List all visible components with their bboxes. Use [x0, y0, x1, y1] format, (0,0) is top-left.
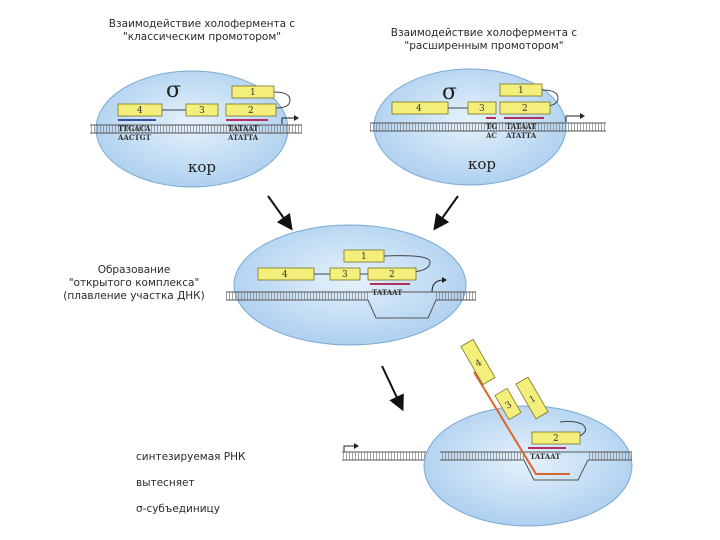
caption-rna-line2a: вытесняет — [136, 477, 195, 489]
upstream-start-arrow — [343, 445, 356, 452]
caption-open-complex: Образование "открытого комплекса" (плавл… — [63, 264, 205, 302]
sigma-label: σ — [442, 80, 457, 105]
minus10-top-seq: TATAAT — [506, 122, 537, 131]
sigma-label: σ — [166, 78, 181, 103]
extended-top-seq: TG — [486, 122, 497, 131]
sigma-linker — [273, 91, 291, 109]
domain-1-label: 1 — [250, 88, 256, 98]
domain-2-label: 2 — [522, 104, 528, 114]
transcription-start-arrow — [281, 117, 296, 124]
minus35-top-seq: TTGACA — [118, 124, 151, 133]
arrow-extended-to-open — [433, 195, 459, 231]
minus10-bottom-seq: ATATTA — [505, 131, 537, 140]
domain-4-label: 4 — [137, 106, 143, 116]
caption-classic-promoter: Взаимодействие холофермента с "классичес… — [108, 18, 296, 43]
caption-rna-line2b: σ-субъединицу — [136, 503, 220, 515]
sigma-domain-4 — [460, 338, 496, 386]
core-label: кор — [188, 158, 216, 176]
domain-3-label: 3 — [342, 270, 348, 280]
domain-4-label: 4 — [282, 270, 288, 280]
dna-duplex — [440, 451, 632, 461]
minus10-top-seq: TATAAT — [228, 124, 259, 133]
arrow-classic-to-open — [267, 195, 293, 231]
sigma-linker — [541, 89, 559, 107]
sigma-domain-2 — [367, 267, 417, 281]
extended-bottom-seq: AC — [485, 131, 497, 140]
caption-rna-displaces: синтезируемая РНК вытесняет σ-субъединиц… — [136, 438, 336, 516]
sigma-domain-3 — [185, 103, 219, 117]
transcription-start-arrow — [565, 115, 582, 122]
sigma-domain-2 — [531, 431, 581, 445]
minus10-top-seq: TATAAT — [372, 288, 403, 297]
melted-dna-bubble — [367, 299, 437, 319]
panel-classic-promoter: σ кор 1 4 3 2 TTGACA AACTGT TATAAT ATATT… — [90, 70, 302, 188]
minus35-bottom-seq: AACTGT — [117, 133, 152, 142]
minus10-bottom-seq: ATATTA — [227, 133, 259, 142]
domain-1-label: 1 — [518, 86, 524, 96]
panel-sigma-release: 4 3 1 2 TATAAT — [342, 338, 633, 527]
dna-duplex-left — [226, 291, 368, 301]
polymerase-core-ellipse — [423, 405, 633, 527]
caption-extended-promoter: Взаимодействие холофермента с "расширенн… — [390, 27, 578, 52]
domain-3-label: 3 — [199, 106, 205, 116]
domain-3-label: 3 — [504, 400, 514, 412]
domain-1-label: 1 — [528, 394, 538, 406]
domain-1-label: 1 — [361, 252, 367, 262]
caption-rna-line1: синтезируемая РНК — [136, 451, 246, 463]
core-label: кор — [468, 155, 496, 173]
sigma-domain-2 — [225, 103, 277, 117]
sigma-domain-2 — [499, 101, 551, 115]
domain-2-label: 2 — [553, 434, 559, 444]
dna-duplex-right — [436, 291, 476, 301]
arrow-open-to-elongation — [381, 365, 404, 412]
polymerase-core-ellipse — [233, 224, 467, 346]
domain-2-label: 2 — [389, 270, 395, 280]
nascent-rna — [473, 371, 570, 475]
sigma-domain-1 — [515, 376, 549, 420]
sigma-domain-3 — [494, 387, 522, 421]
domain-2-label: 2 — [248, 106, 254, 116]
panel-extended-promoter: σ кор 1 4 3 2 TG AC TATAAT ATATTA — [370, 68, 606, 186]
minus10-top-seq: TATAAT — [530, 452, 561, 461]
domain-4-label: 4 — [474, 358, 484, 370]
domain-4-label: 4 — [416, 104, 422, 114]
sigma-linker — [559, 420, 586, 437]
dna-duplex — [370, 122, 606, 132]
domain-3-label: 3 — [479, 104, 485, 114]
melted-dna-bubble — [523, 459, 589, 481]
sigma-domain-3 — [467, 101, 497, 115]
dna-duplex — [90, 124, 302, 134]
sigma-linker — [383, 255, 431, 273]
panel-open-complex: 1 4 3 2 TATAAT — [226, 224, 476, 346]
